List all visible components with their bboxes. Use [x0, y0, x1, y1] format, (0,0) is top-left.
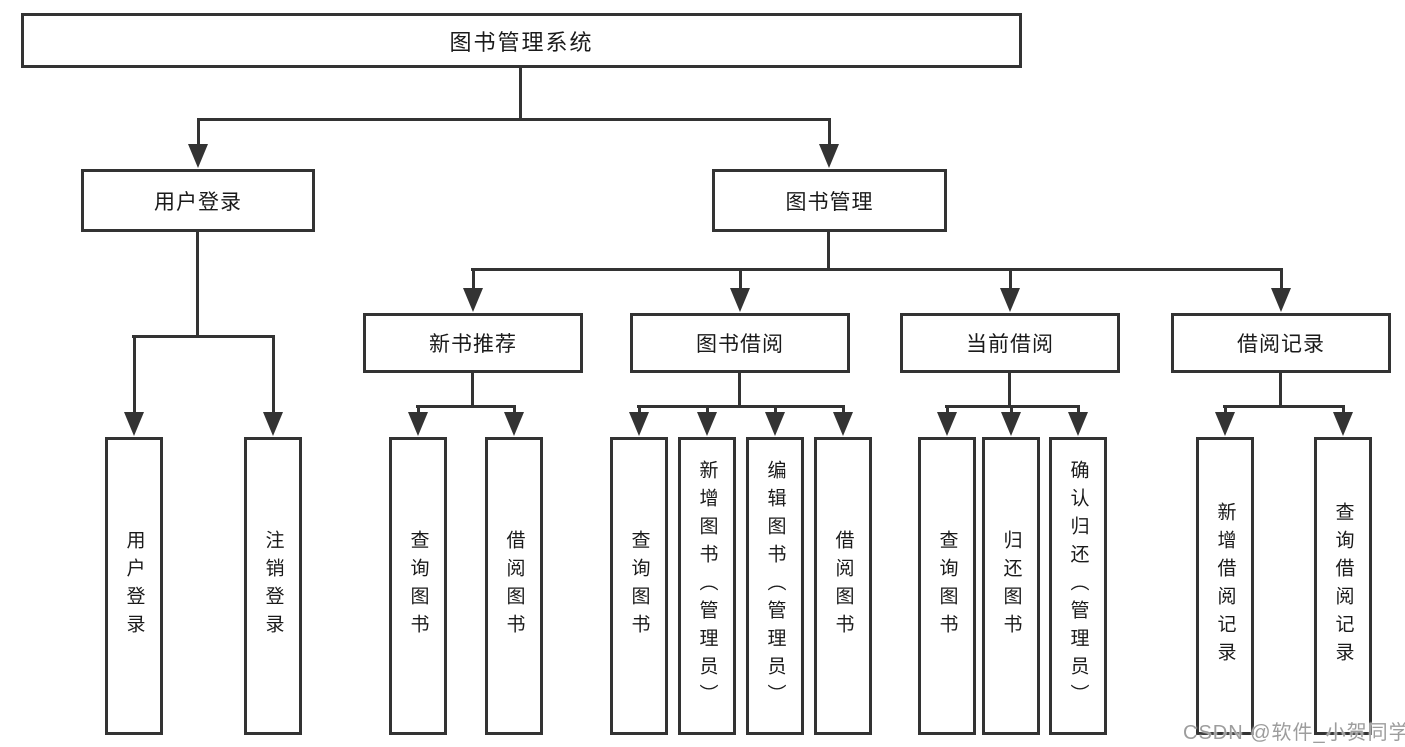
- connector-line: [827, 232, 830, 271]
- leaf-user-login: 用户登录: [105, 437, 163, 735]
- leaf-label: 新增借阅记录: [1214, 502, 1236, 670]
- arrow-down-icon: [697, 405, 717, 436]
- leaf-query-books-current: 查询图书: [918, 437, 976, 735]
- node-new-book-recommend: 新书推荐: [363, 313, 583, 373]
- arrow-down-icon: [1271, 268, 1291, 312]
- arrow-down-icon: [1000, 268, 1020, 312]
- connector-line: [132, 335, 275, 338]
- connector-line: [945, 405, 1080, 408]
- leaf-add-books-admin: 新增图书（管理员）: [678, 437, 736, 735]
- leaf-confirm-return-admin: 确认归还（管理员）: [1049, 437, 1107, 735]
- arrow-down-icon: [730, 268, 750, 312]
- leaf-label: 新增图书（管理员）: [696, 460, 718, 712]
- leaf-label: 注销登录: [262, 530, 284, 642]
- node-current-borrow: 当前借阅: [900, 313, 1120, 373]
- node-book-management: 图书管理: [712, 169, 947, 232]
- connector-line: [196, 232, 199, 338]
- node-label: 新书推荐: [429, 333, 517, 356]
- leaf-query-books-recommend: 查询图书: [389, 437, 447, 735]
- node-label: 图书管理: [785, 190, 874, 214]
- connector-line: [738, 373, 741, 408]
- arrow-down-icon: [765, 405, 785, 436]
- connector-line: [519, 66, 522, 118]
- arrow-down-icon: [1001, 405, 1021, 436]
- leaf-label: 归还图书: [1000, 530, 1022, 642]
- connector-line: [416, 405, 516, 408]
- arrow-down-icon: [1333, 405, 1353, 436]
- leaf-label: 查询图书: [936, 530, 958, 642]
- leaf-label: 借阅图书: [832, 530, 854, 642]
- leaf-edit-books-admin: 编辑图书（管理员）: [746, 437, 804, 735]
- node-label: 当前借阅: [966, 333, 1054, 356]
- leaf-label: 确认归还（管理员）: [1067, 460, 1089, 712]
- arrow-down-icon: [833, 405, 853, 436]
- leaf-label: 借阅图书: [503, 530, 525, 642]
- arrow-down-icon: [1068, 405, 1088, 436]
- arrow-down-icon: [1215, 405, 1235, 436]
- arrow-down-icon: [263, 335, 283, 436]
- node-library-management-system: 图书管理系统: [21, 13, 1022, 68]
- leaf-label: 用户登录: [123, 530, 145, 642]
- connector-line: [1223, 405, 1345, 408]
- leaf-label: 查询借阅记录: [1332, 502, 1354, 670]
- arrow-down-icon: [408, 405, 428, 436]
- node-user-login: 用户登录: [81, 169, 315, 232]
- connector-line: [1008, 373, 1011, 408]
- leaf-query-borrow-record: 查询借阅记录: [1314, 437, 1372, 735]
- node-borrow-records: 借阅记录: [1171, 313, 1391, 373]
- leaf-borrow-books-recommend: 借阅图书: [485, 437, 543, 735]
- node-book-borrow: 图书借阅: [630, 313, 850, 373]
- node-label: 借阅记录: [1237, 333, 1325, 356]
- arrow-down-icon: [124, 335, 144, 436]
- connector-line: [471, 268, 1283, 271]
- arrow-down-icon: [819, 118, 839, 168]
- leaf-label: 查询图书: [628, 530, 650, 642]
- arrow-down-icon: [504, 405, 524, 436]
- arrow-down-icon: [188, 118, 208, 168]
- watermark: CSDN @软件_小贺同学: [1183, 722, 1405, 744]
- connector-line: [197, 118, 831, 121]
- node-label: 图书借阅: [696, 333, 784, 356]
- connector-line: [471, 373, 474, 408]
- leaf-label: 编辑图书（管理员）: [764, 460, 786, 712]
- leaf-label: 查询图书: [407, 530, 429, 642]
- leaf-logout: 注销登录: [244, 437, 302, 735]
- node-label: 图书管理系统: [449, 29, 594, 55]
- node-label: 用户登录: [154, 190, 242, 214]
- connector-line: [637, 405, 845, 408]
- leaf-add-borrow-record: 新增借阅记录: [1196, 437, 1254, 735]
- leaf-borrow-books: 借阅图书: [814, 437, 872, 735]
- arrow-down-icon: [463, 268, 483, 312]
- connector-line: [1279, 373, 1282, 408]
- leaf-return-books: 归还图书: [982, 437, 1040, 735]
- arrow-down-icon: [629, 405, 649, 436]
- leaf-query-books-borrow: 查询图书: [610, 437, 668, 735]
- arrow-down-icon: [937, 405, 957, 436]
